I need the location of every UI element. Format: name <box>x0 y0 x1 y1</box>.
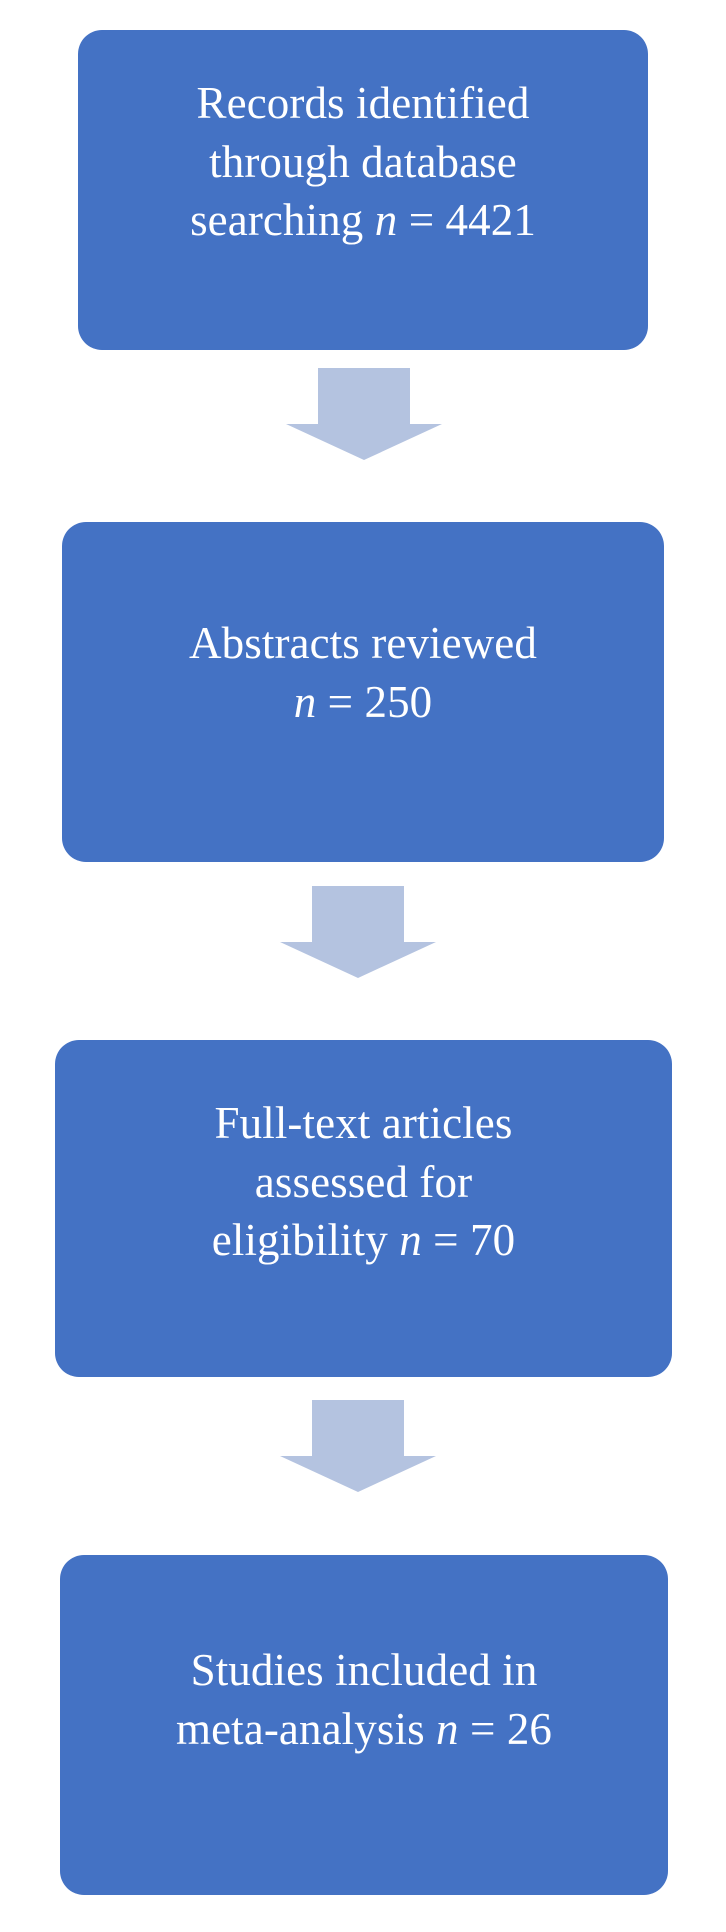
arrow-fulltext-to-included <box>280 1400 436 1492</box>
n-symbol: n <box>399 1215 422 1265</box>
record-count: 26 <box>506 1703 553 1754</box>
n-symbol: n <box>293 676 317 727</box>
n-symbol: n <box>374 195 398 245</box>
record-count: 70 <box>470 1215 516 1265</box>
arrow-records-to-abstracts <box>286 368 442 460</box>
record-count: 250 <box>364 676 433 727</box>
arrow-abstracts-to-fulltext <box>280 886 436 978</box>
n-symbol: n <box>436 1703 459 1754</box>
record-count: 4421 <box>445 195 536 245</box>
